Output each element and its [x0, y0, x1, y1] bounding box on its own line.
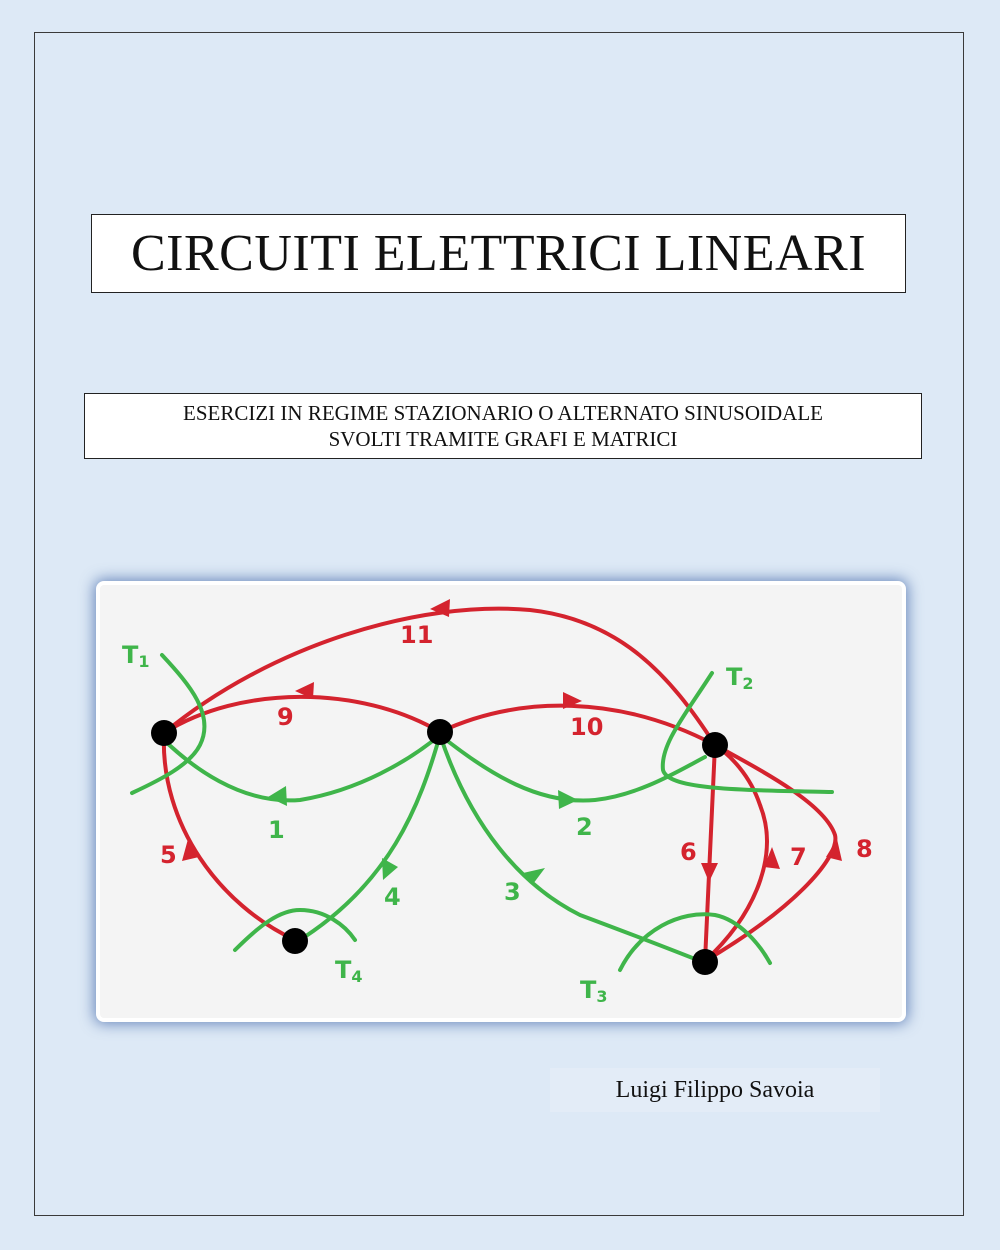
branch-9: [162, 694, 442, 735]
subtitle-line-1: ESERCIZI IN REGIME STAZIONARIO O ALTERNA…: [183, 401, 823, 425]
label-cut-set-t1: T1: [122, 641, 150, 671]
label-branch-2: 2: [576, 813, 593, 841]
label-branch-10: 10: [570, 713, 603, 741]
label-cut-set-t2: T2: [726, 663, 754, 693]
circuit-graph-figure: 11 9 10 5 6 7 8 1 2 3 4 T1 T2 T3 T4: [100, 585, 902, 1018]
label-branch-9: 9: [277, 703, 294, 731]
arrow-2: [558, 790, 578, 809]
label-branch-4: 4: [384, 883, 401, 911]
label-branch-6: 6: [680, 838, 697, 866]
branch-2: [438, 733, 707, 803]
author-box: Luigi Filippo Savoia: [550, 1068, 880, 1112]
page-border: [34, 32, 964, 1216]
subtitle-line-2: SVOLTI TRAMITE GRAFI E MATRICI: [328, 427, 678, 451]
node-bottom-left: [282, 928, 308, 954]
label-branch-3: 3: [504, 878, 521, 906]
cut-set-t1: [130, 653, 207, 795]
label-cut-set-t4: T4: [335, 956, 363, 986]
branch-8: [703, 743, 838, 963]
branch-6: [703, 743, 717, 963]
arrow-9: [295, 682, 314, 699]
cut-set-t2: [660, 671, 834, 794]
title-box: CIRCUITI ELETTRICI LINEARI: [91, 214, 906, 293]
label-branch-7: 7: [790, 843, 807, 871]
branch-4: [293, 733, 442, 945]
node-bottom-right: [692, 949, 718, 975]
circuit-graph: 11 9 10 5 6 7 8 1 2 3 4 T1 T2 T3 T4: [122, 599, 873, 1006]
node-left: [151, 720, 177, 746]
arrow-4: [382, 858, 398, 880]
label-cut-set-t3: T3: [580, 976, 608, 1006]
label-branch-8: 8: [856, 835, 873, 863]
branch-3: [438, 733, 707, 965]
arrow-6: [701, 863, 718, 882]
author-name: Luigi Filippo Savoia: [615, 1076, 815, 1103]
branch-1: [162, 733, 442, 803]
arrow-7: [764, 847, 780, 869]
cut-set-t4: [233, 907, 357, 952]
arrow-11: [430, 599, 450, 617]
subtitle-box: ESERCIZI IN REGIME STAZIONARIO O ALTERNA…: [84, 393, 922, 459]
arrow-8: [826, 839, 842, 861]
arrow-1: [268, 786, 287, 806]
label-branch-1: 1: [268, 816, 285, 844]
arrow-5: [182, 839, 199, 861]
label-branch-11: 11: [400, 621, 433, 649]
arrow-3: [523, 868, 545, 884]
node-right: [702, 732, 728, 758]
book-title: CIRCUITI ELETTRICI LINEARI: [130, 225, 867, 282]
branch-11: [162, 606, 717, 747]
node-center: [427, 719, 453, 745]
label-branch-5: 5: [160, 841, 177, 869]
arrow-10: [563, 692, 582, 709]
cut-set-t3: [618, 912, 772, 972]
